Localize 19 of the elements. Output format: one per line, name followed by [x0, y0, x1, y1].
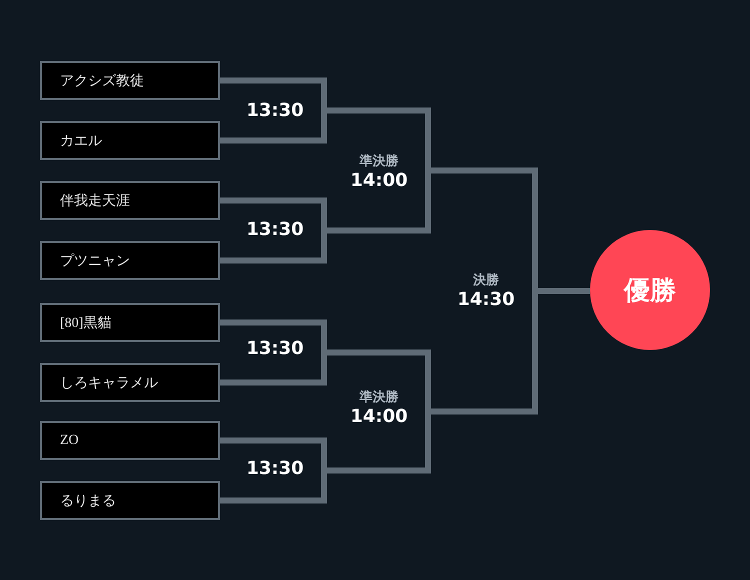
team-box: プツニャン — [40, 241, 220, 280]
team-box: ZO — [40, 421, 220, 460]
team-box: るりまる — [40, 481, 220, 520]
team-box: カエル — [40, 121, 220, 160]
team-box: 伴我走天涯 — [40, 181, 220, 220]
round-label: 準決勝 — [360, 388, 398, 406]
match-time: 14:30 — [457, 288, 515, 310]
match-time: 14:00 — [350, 406, 408, 426]
team-box: [80]黒貓 — [40, 303, 220, 342]
match-time: 13:30 — [246, 338, 304, 358]
team-box: アクシズ教徒 — [40, 61, 220, 100]
match-time: 13:30 — [246, 218, 304, 240]
match-time: 14:00 — [350, 170, 408, 190]
champion-circle: 優勝 — [590, 230, 710, 350]
match-time: 13:30 — [246, 458, 304, 478]
round-label: 決勝 — [473, 272, 499, 288]
team-box: しろキャラメル — [40, 363, 220, 402]
round-label: 準決勝 — [360, 152, 398, 170]
match-time: 13:30 — [246, 100, 304, 120]
